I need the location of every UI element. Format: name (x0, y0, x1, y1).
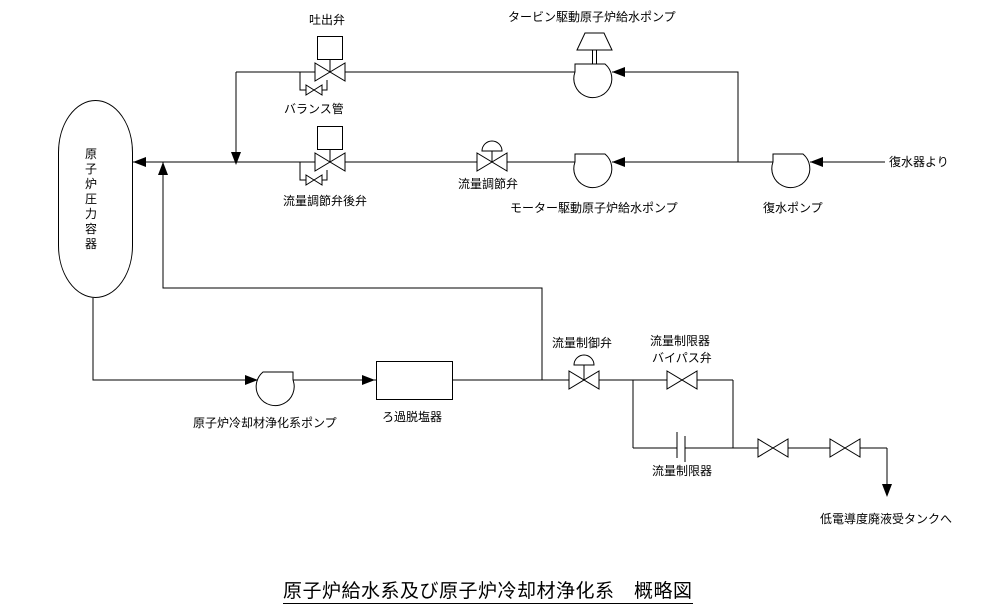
diagram-title: 原子炉給水系及び原子炉冷却材浄化系 概略図 (283, 581, 693, 604)
arrow-motor-pump-icon (612, 157, 625, 167)
from-condenser-label: 復水器より (889, 155, 949, 169)
pipe-vessel-drain (92, 298, 258, 381)
flow-arrows (133, 67, 892, 497)
cuw-fcv-label: 流量制御弁 (552, 336, 613, 350)
balance-pipe-label: バランス管 (284, 102, 344, 116)
feed-fcv-diaphragm (481, 140, 503, 152)
arrow-filter-inlet-icon (362, 375, 375, 385)
drain-valve-1-symbol (757, 438, 789, 458)
condensate-pump-label: 復水ポンプ (763, 201, 823, 215)
fcv-after-valve-label: 流量調節弁後弁 (283, 194, 368, 208)
arrow-condensate-pump-icon (810, 157, 823, 167)
arrow-to-waste-tank-icon (882, 484, 892, 497)
turbine-driven-feedwater-pump-symbol (573, 63, 613, 99)
pipe-turbine-pump-suction (612, 71, 739, 162)
cuw-flow-control-valve-symbol (568, 354, 600, 390)
turbine-pump-label: タービン駆動原子炉給水ポンプ (508, 10, 676, 24)
reactor-pressure-vessel (58, 100, 133, 298)
arrow-into-vessel-icon (133, 157, 146, 167)
discharge-valve-actuator (317, 36, 343, 60)
fcv-after-valve-symbol (305, 126, 346, 186)
cuw-fcv-diaphragm (573, 354, 595, 366)
condensate-pump-symbol (771, 153, 811, 189)
restrictor-bypass-valve-symbol (666, 370, 698, 390)
cuw-pump-label: 原子炉冷却材浄化系ポンプ (193, 416, 337, 430)
restrictor-bypass-label-line2: バイパス弁 (652, 351, 712, 365)
flow-restrictor-label: 流量制限器 (652, 464, 713, 478)
cuw-pump-symbol (255, 371, 295, 407)
restrictor-bypass-label-line1: 流量制限器 (650, 334, 711, 348)
feed-flow-control-valve-symbol (476, 140, 508, 172)
feed-fcv-label: 流量調節弁 (458, 177, 519, 191)
after-valve-bypass-valve (305, 174, 323, 186)
discharge-valve-symbol (305, 36, 346, 96)
motor-pump-label: モーター駆動原子炉給水ポンプ (510, 201, 678, 215)
filter-demineralizer-box (376, 361, 453, 400)
turbine-casing (576, 32, 613, 51)
reactor-vessel-label: 原子炉圧力容器 (84, 147, 97, 251)
arrow-cuw-return-up-icon (158, 162, 168, 175)
after-valve-actuator (317, 126, 343, 150)
discharge-valve-label: 吐出弁 (309, 13, 346, 27)
turbine-symbol (576, 32, 613, 64)
discharge-bypass-valve (305, 84, 323, 96)
to-waste-tank-label: 低電導度廃液受タンクへ (820, 512, 953, 526)
turbine-shaft (592, 50, 597, 64)
flow-restrictor-symbol (676, 432, 686, 462)
pipe-cuw-return (162, 162, 543, 380)
arrow-turbine-pump-icon (612, 67, 625, 77)
arrow-balance-down-icon (231, 152, 241, 165)
filter-demineralizer-label: ろ過脱塩器 (382, 410, 443, 424)
motor-driven-feedwater-pump-symbol (573, 153, 613, 189)
drain-valve-2-symbol (829, 438, 861, 458)
